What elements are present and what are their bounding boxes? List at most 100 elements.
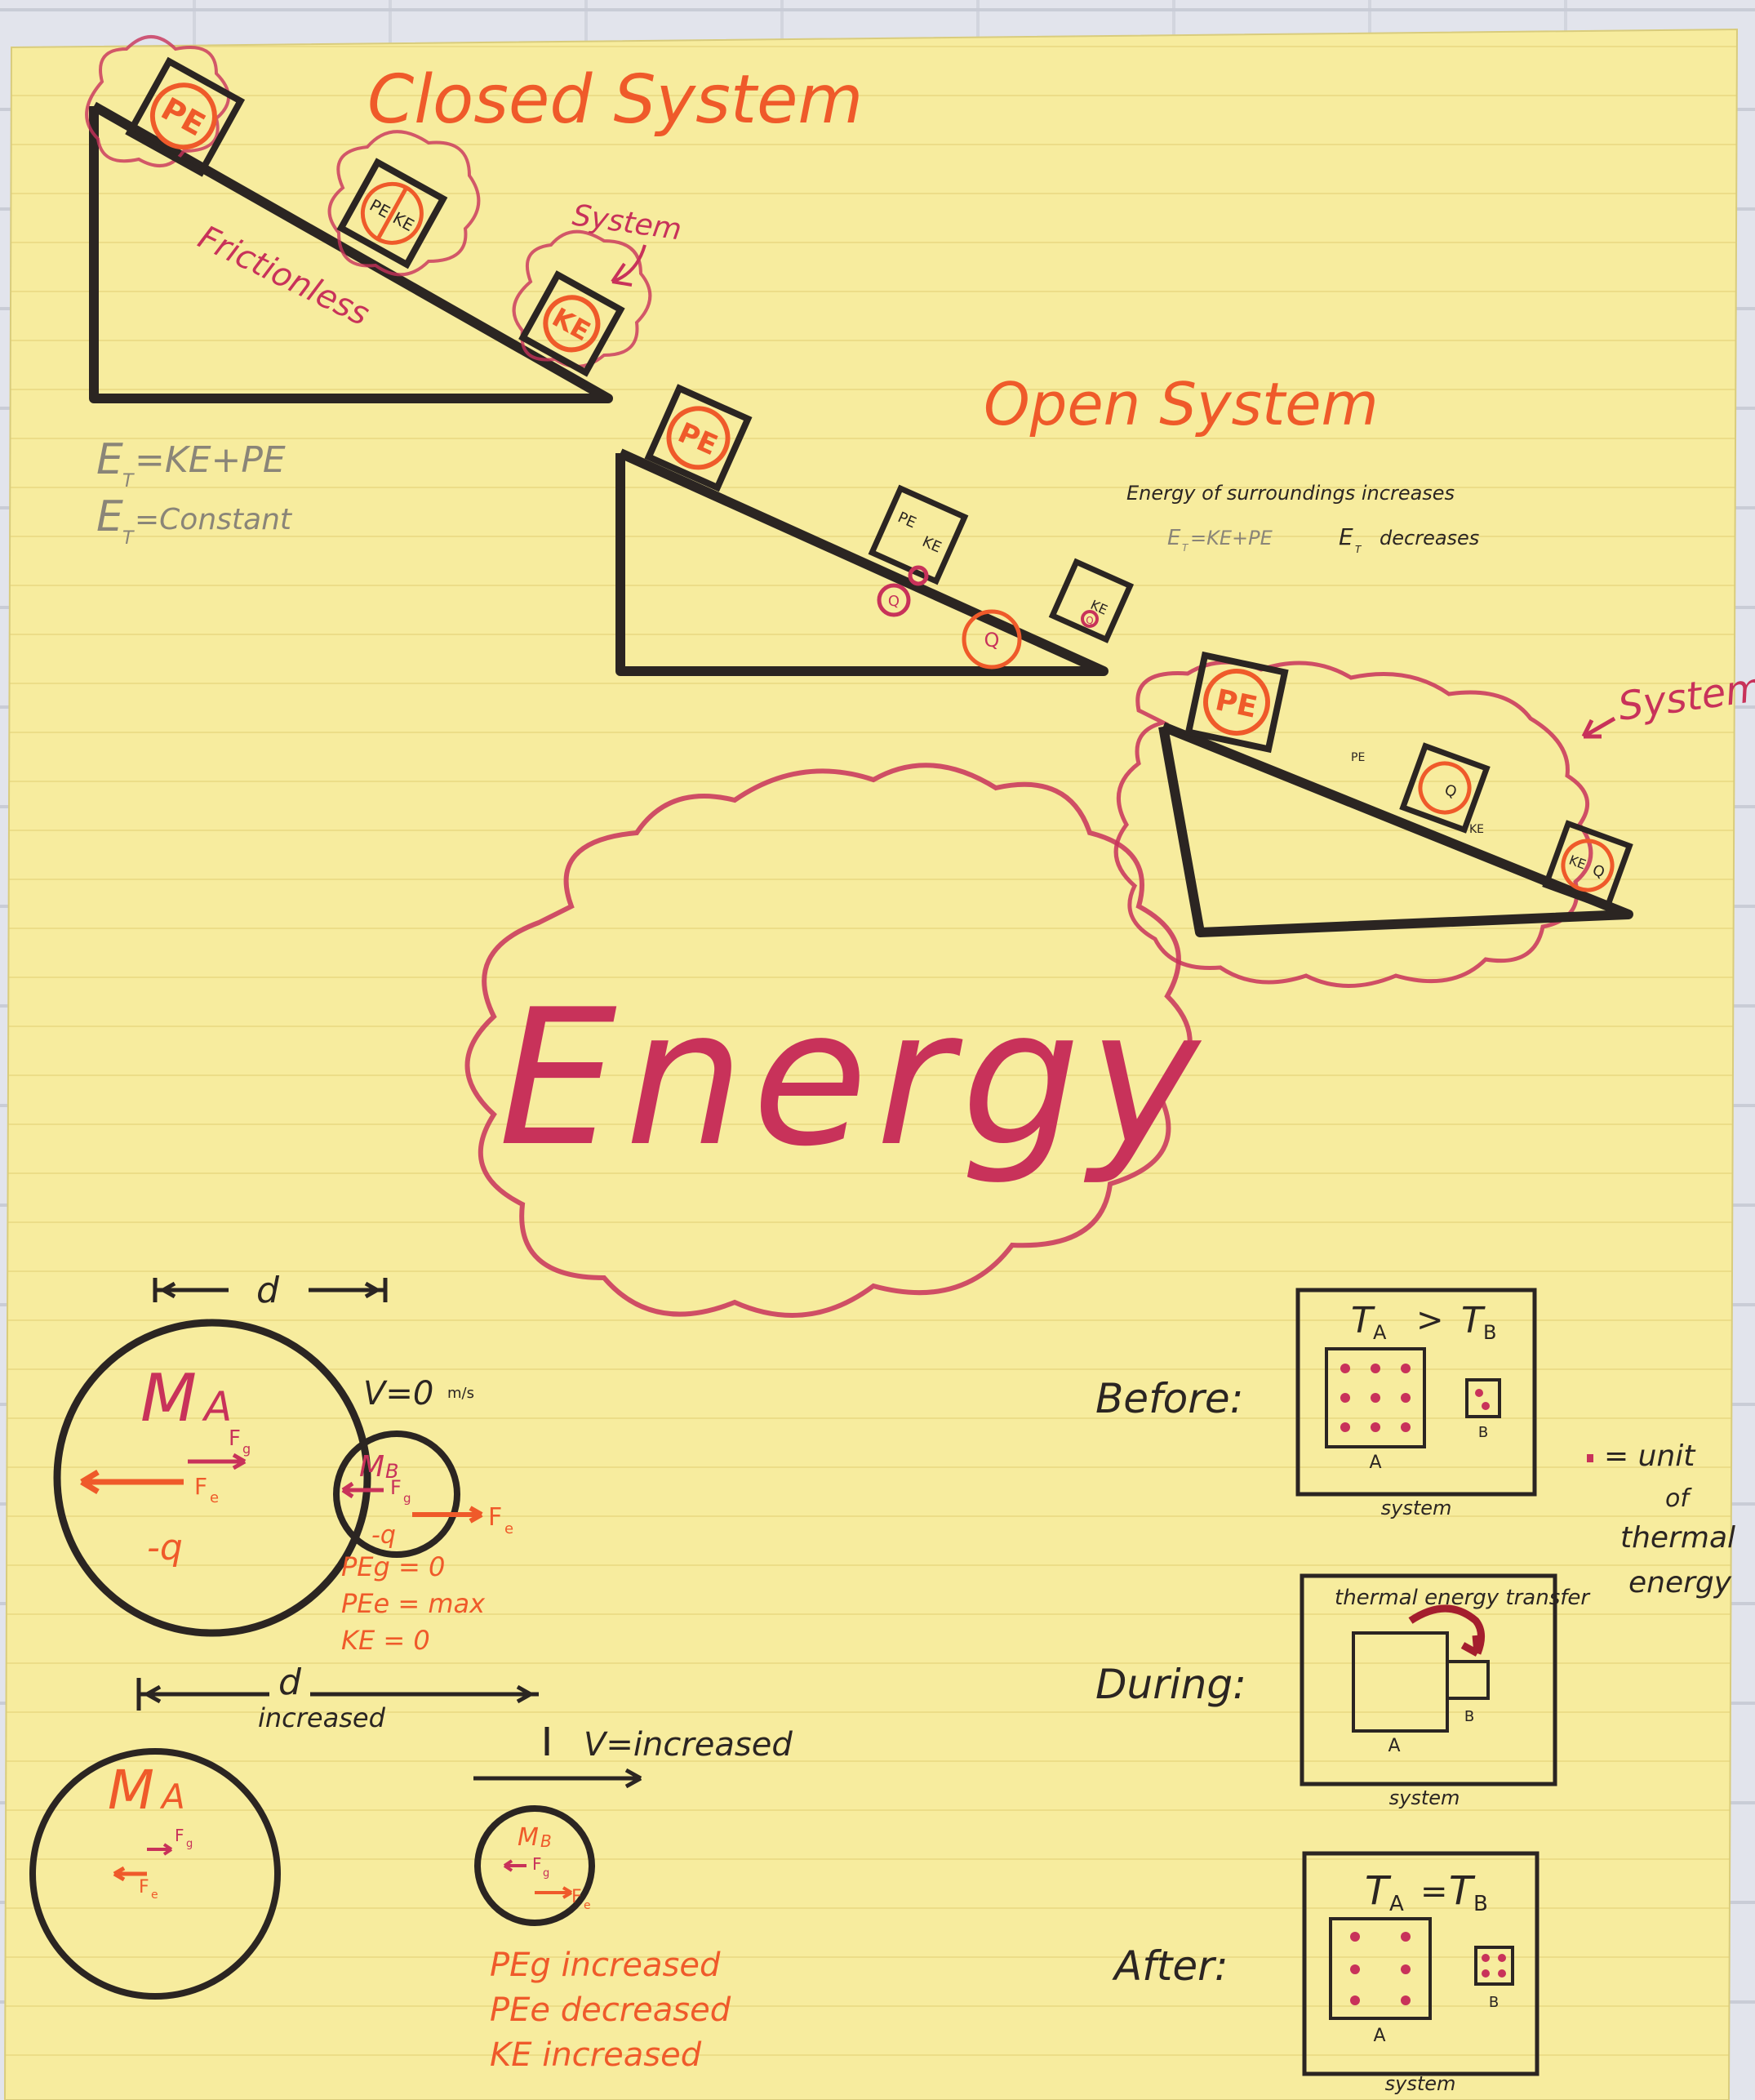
fe-arrow-b [412, 1506, 483, 1524]
during-box-b [1446, 1660, 1490, 1700]
system-cloud-3 [512, 229, 652, 368]
open-note-line-1: Energy of surroundings increases [1126, 482, 1455, 505]
before-value-1: PEg = 0 [341, 1551, 445, 1582]
fe-arrow-a [80, 1469, 184, 1495]
thermal-unit-dot [1401, 1364, 1411, 1373]
open-note-et: E [1339, 523, 1353, 550]
during-box-a-label: A [1388, 1736, 1400, 1756]
fg-label-a2: F [175, 1826, 184, 1845]
thermal-unit-dot [1482, 1954, 1490, 1962]
eq1-rhs: =KE+PE [135, 439, 286, 481]
fe-sub-b: e [504, 1520, 513, 1537]
third-block-label-q: Q [1442, 781, 1459, 802]
ramp-third [1158, 722, 1633, 937]
transfer-note: thermal energy transfer [1335, 1586, 1591, 1610]
fg-sub-b: g [403, 1491, 411, 1506]
heat-q-2: Q [962, 609, 1022, 670]
charge-b: -q [371, 1521, 396, 1550]
thermal-unit-dot [1340, 1393, 1350, 1403]
eq1-e: E [96, 435, 123, 484]
before-value-2: PEe = max [341, 1588, 486, 1619]
third-ke-tag: KE [1469, 823, 1484, 836]
after-system-box [1302, 1851, 1540, 2076]
distance-label-1: d [256, 1270, 280, 1311]
fe-arrow-b2 [535, 1886, 573, 1899]
third-pe-tag: PE [1351, 751, 1365, 764]
mass-b-sub: B [385, 1460, 398, 1483]
before-box-b [1465, 1378, 1501, 1418]
open-note-e: E [1167, 526, 1181, 550]
before-t-2: T [1461, 1300, 1486, 1341]
thermal-diagram: Before: T A > T B A B system = unit of t… [1095, 1288, 1735, 2095]
legend-unit-marker [1587, 1454, 1593, 1462]
thermal-unit-dot [1401, 1422, 1411, 1432]
before-op: > [1416, 1301, 1444, 1339]
thermal-unit-dot [1401, 1932, 1411, 1942]
heat-q-3: Q [1081, 610, 1099, 628]
thermal-unit-dot [1498, 1969, 1506, 1978]
before-t-a: A [1373, 1321, 1387, 1344]
open-note-et-sub: T [1355, 544, 1362, 555]
mass-a-sub-2: A [159, 1777, 185, 1817]
heat-q-label-1: Q [888, 593, 900, 610]
energy-cloud [464, 763, 1193, 1318]
heat-q-label-3: Q [1086, 615, 1093, 626]
fg-label-b: F [390, 1476, 402, 1499]
open-note-e-sub: T [1182, 542, 1189, 554]
thermal-unit-dot [1371, 1422, 1380, 1432]
third-block-mid: Q [1399, 742, 1491, 834]
heat-q-label-2: Q [984, 629, 1000, 652]
closed-equations: E T =KE+PE E T =Constant [96, 435, 293, 549]
after-units-b [1482, 1954, 1506, 1978]
after-box-b [1474, 1946, 1514, 1986]
fg-arrow-a [188, 1453, 247, 1470]
fe-label-b2: F [571, 1887, 582, 1907]
after-t-2: T [1449, 1868, 1476, 1914]
mass-b-circle [333, 1430, 460, 1558]
transfer-arrow [1408, 1604, 1485, 1657]
fe-label-a2: F [139, 1877, 149, 1898]
fe-sub-a: e [210, 1489, 219, 1506]
open-system-title: Open System [984, 370, 1379, 438]
thermal-unit-dot [1482, 1969, 1490, 1978]
after-value-1: PEg increased [490, 1947, 721, 1984]
before-t-b: B [1483, 1321, 1496, 1344]
fg-arrow-a2 [147, 1843, 173, 1856]
thermal-unit-dot [1350, 1964, 1360, 1974]
third-block-label-q2: Q [1590, 861, 1606, 882]
legend-line-2: of [1665, 1484, 1692, 1513]
thermal-unit-dot [1371, 1364, 1380, 1373]
fe-sub-a2: e [151, 1889, 158, 1902]
fg-arrow-b2 [503, 1859, 526, 1872]
fg-label-b2: F [532, 1854, 542, 1874]
mass-a-sub: A [202, 1383, 232, 1430]
legend-line-3: thermal [1620, 1521, 1735, 1555]
fg-sub-a2: g [186, 1838, 193, 1850]
before-system-box [1295, 1288, 1537, 1497]
eq2-sub: T [122, 528, 135, 549]
thermal-unit-dot [1401, 1964, 1411, 1974]
fe-label-b: F [488, 1503, 502, 1532]
during-system-box [1300, 1573, 1557, 1786]
mass-a-label-2: M [108, 1759, 154, 1822]
thermal-unit-dot [1340, 1364, 1350, 1373]
velocity-before: V=0 [363, 1375, 433, 1413]
before-unit-b-2 [1482, 1402, 1490, 1410]
after-op: = [1420, 1873, 1448, 1911]
thermal-unit-dot [1350, 1932, 1360, 1942]
ramp-closed [89, 101, 613, 403]
closed-system-title: Closed System [367, 61, 863, 139]
mass-b-circle-2 [474, 1805, 595, 1926]
fe-sub-b2: e [584, 1899, 591, 1912]
charge-a: -q [147, 1527, 183, 1568]
after-box-b-label: B [1489, 1994, 1499, 2011]
system-boundary-cloud [1113, 660, 1593, 988]
thermal-unit-dot [1498, 1954, 1506, 1962]
before-t: T [1351, 1300, 1375, 1341]
thermal-unit-dot [1350, 1995, 1360, 2005]
heat-q-1: Q [877, 565, 929, 617]
system-arrow-closed [611, 244, 646, 287]
system-arrow-third [1581, 716, 1616, 739]
during-box-b-label: B [1464, 1708, 1474, 1725]
